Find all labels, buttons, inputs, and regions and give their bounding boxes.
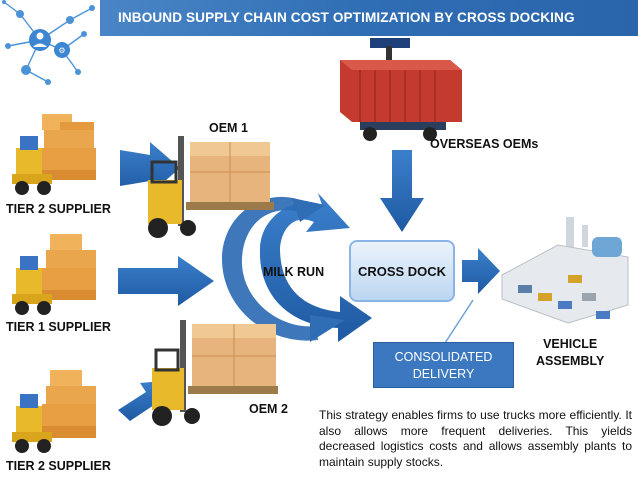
forklift-icon bbox=[152, 320, 278, 426]
description-text: This strategy enables firms to use truck… bbox=[319, 408, 632, 469]
label-tier1: TIER 1 SUPPLIER bbox=[6, 320, 111, 334]
arrow-crossdock-to-assembly bbox=[462, 248, 500, 294]
label-tier2-bottom: TIER 2 SUPPLIER bbox=[6, 459, 111, 473]
page-title: INBOUND SUPPLY CHAIN COST OPTIMIZATION B… bbox=[118, 10, 575, 25]
label-oem2: OEM 2 bbox=[249, 402, 288, 416]
label-overseas-oems: OVERSEAS OEMs bbox=[430, 137, 539, 151]
arrow-tier1-to-milkrun bbox=[118, 256, 214, 306]
svg-text:⚙: ⚙ bbox=[58, 46, 65, 55]
label-vehicle-line2: ASSEMBLY bbox=[536, 354, 605, 368]
factory-icon bbox=[501, 217, 629, 324]
label-vehicle-assembly: VEHICLE ASSEMBLY bbox=[536, 336, 604, 370]
forklift-icon bbox=[12, 234, 96, 315]
consolidated-delivery-box: CONSOLIDATED DELIVERY bbox=[373, 342, 514, 388]
label-oem1: OEM 1 bbox=[209, 121, 248, 135]
forklift-icon bbox=[148, 136, 274, 238]
label-milk-run: MILK RUN bbox=[263, 265, 325, 279]
header-bar bbox=[100, 0, 638, 36]
shipping-container-icon bbox=[340, 38, 462, 141]
forklift-icon bbox=[12, 370, 96, 453]
forklift-icon bbox=[12, 114, 96, 195]
label-vehicle-line1: VEHICLE bbox=[543, 337, 598, 351]
cross-dock-box: CROSS DOCK bbox=[349, 240, 455, 302]
arrow-overseas-to-crossdock bbox=[380, 150, 424, 232]
consolidated-line1: CONSOLIDATED bbox=[394, 350, 493, 364]
network-icon: ⚙ bbox=[2, 0, 95, 85]
label-tier2-top: TIER 2 SUPPLIER bbox=[6, 202, 111, 216]
consolidated-line2: DELIVERY bbox=[412, 367, 475, 381]
milk-run-loop bbox=[259, 193, 372, 342]
